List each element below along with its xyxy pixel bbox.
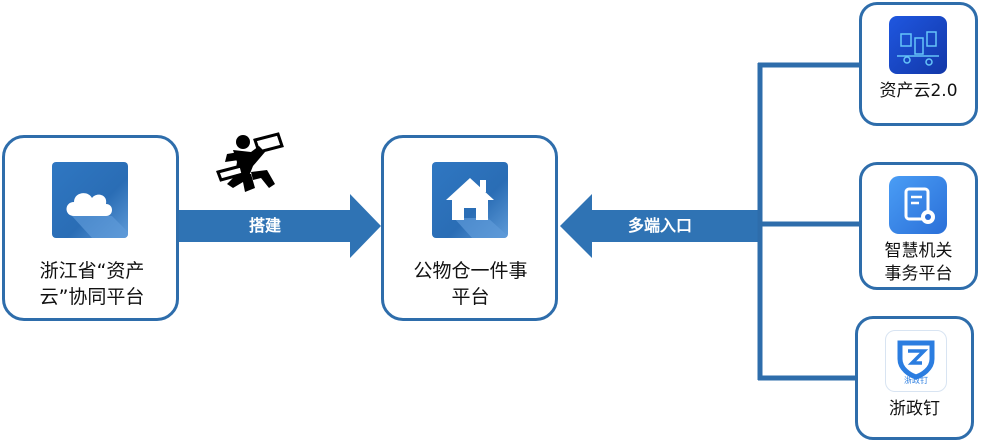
zhezhengding-icon-text: 浙政钉 [904, 376, 928, 385]
asset-cloud-app-icon [889, 16, 947, 74]
document-gear-app-icon [889, 176, 947, 234]
multi-entry-arrow [560, 194, 760, 258]
entry-bracket [757, 62, 860, 381]
entry-label-zhezhengding: 浙政钉 [889, 399, 940, 419]
build-edge-label: 搭建 [248, 216, 281, 235]
build-arrow [179, 194, 381, 258]
worker-icon [216, 132, 284, 192]
cloud-icon [52, 162, 128, 238]
entry-label-smart-office: 智慧机关 事务平台 [884, 241, 953, 284]
multi-entry-edge-label: 多端入口 [627, 216, 692, 235]
center-node-label: 公物仓一件事 平台 [413, 260, 528, 308]
entry-label-asset-cloud: 资产云2.0 [879, 81, 958, 101]
house-icon [432, 162, 508, 238]
zhezhengding-app-icon: 浙政钉 [885, 330, 947, 392]
source-node-label: 浙江省“资产 云”协同平台 [39, 260, 145, 308]
